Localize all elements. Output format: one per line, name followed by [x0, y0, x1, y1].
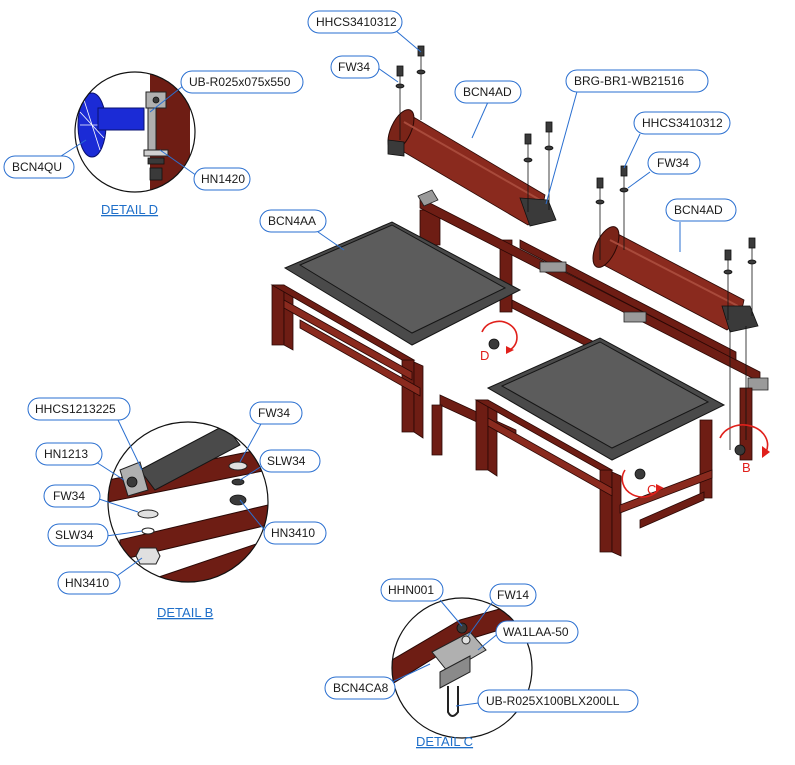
- callout-fw14: FW14: [467, 583, 537, 637]
- detail-marker-c: C: [621, 468, 664, 498]
- callout-hhcs1213225: HHCS1213225: [27, 397, 143, 471]
- detail-c-view: DETAIL C: [391, 597, 533, 749]
- svg-text:HN1420: HN1420: [201, 172, 245, 186]
- detail-marker-b: B: [719, 424, 770, 475]
- svg-text:FW14: FW14: [497, 588, 529, 602]
- detail-b-title: DETAIL B: [157, 605, 213, 620]
- svg-text:BRG-BR1-WB21516: BRG-BR1-WB21516: [574, 74, 684, 88]
- svg-text:HN1213: HN1213: [44, 447, 88, 461]
- svg-text:FW34: FW34: [657, 156, 689, 170]
- detail-marker-d: D: [480, 320, 518, 363]
- svg-text:BCN4QU: BCN4QU: [12, 160, 62, 174]
- svg-text:FW34: FW34: [53, 489, 85, 503]
- callout-bcn4ad-right: BCN4AD: [665, 198, 737, 252]
- svg-text:HHN001: HHN001: [388, 583, 434, 597]
- left-table-plate: [283, 221, 522, 346]
- callout-fw34-top: FW34: [330, 55, 399, 83]
- right-table-plate: [486, 337, 726, 461]
- exploded-bolts: [395, 45, 757, 450]
- roller-top: [387, 109, 557, 227]
- svg-text:SLW34: SLW34: [55, 528, 94, 542]
- callout-slw34-b2: SLW34: [239, 449, 321, 481]
- svg-text:HHCS3410312: HHCS3410312: [642, 116, 723, 130]
- callout-slw34-b1: SLW34: [47, 523, 143, 547]
- svg-text:BCN4AD: BCN4AD: [463, 85, 512, 99]
- callout-hn3410-b1: HN3410: [57, 557, 143, 595]
- detail-c-title: DETAIL C: [416, 734, 473, 749]
- svg-text:HN3410: HN3410: [271, 526, 315, 540]
- callout-bcn4ad-top: BCN4AD: [454, 80, 522, 139]
- roller-right: [592, 226, 759, 333]
- callout-hhn001: HHN001: [380, 578, 463, 627]
- callout-brg: BRG-BR1-WB21516: [545, 69, 709, 205]
- callout-fw34-b1: FW34: [43, 484, 139, 513]
- right-table-frame: [474, 387, 753, 557]
- svg-text:HHCS1213225: HHCS1213225: [35, 402, 116, 416]
- detail-d-title: DETAIL D: [101, 202, 158, 217]
- svg-text:FW34: FW34: [338, 60, 370, 74]
- callout-ub-d: UB-R025x075x550: [149, 70, 304, 113]
- callout-hn1420: HN1420: [159, 149, 251, 191]
- svg-text:UB-R025x075x550: UB-R025x075x550: [189, 75, 291, 89]
- callout-hn1213: HN1213: [35, 442, 125, 481]
- callout-bcn4aa: BCN4AA: [259, 209, 345, 251]
- svg-text:SLW34: SLW34: [267, 454, 306, 468]
- svg-text:HN3410: HN3410: [65, 576, 109, 590]
- callout-fw34-b2: FW34: [239, 401, 303, 463]
- callout-bcn4ca8: BCN4CA8: [324, 663, 431, 700]
- marker-label-d: D: [480, 348, 489, 363]
- callout-ub-c: UB-R025X100BLX200LL: [455, 689, 639, 713]
- detail-d-view: DETAIL D: [74, 71, 196, 217]
- detail-b-view: DETAIL B: [107, 421, 269, 620]
- marker-label-b: B: [742, 460, 751, 475]
- callout-hhcs3410312-right: HHCS3410312: [623, 111, 731, 169]
- svg-text:BCN4AD: BCN4AD: [674, 203, 723, 217]
- svg-text:FW34: FW34: [258, 406, 290, 420]
- svg-text:BCN4AA: BCN4AA: [268, 214, 316, 228]
- callout-fw34-right: FW34: [627, 151, 701, 189]
- callout-hhcs3410312-top: HHCS3410312: [307, 10, 422, 53]
- marker-label-c: C: [647, 482, 656, 497]
- svg-text:WA1LAA-50: WA1LAA-50: [503, 625, 569, 639]
- callout-hn3410-b2: HN3410: [239, 499, 327, 545]
- svg-text:BCN4CA8: BCN4CA8: [333, 681, 389, 695]
- callout-wa1laa: WA1LAA-50: [477, 620, 579, 651]
- svg-text:HHCS3410312: HHCS3410312: [316, 15, 397, 29]
- svg-text:UB-R025X100BLX200LL: UB-R025X100BLX200LL: [486, 694, 620, 708]
- callout-bcn4qu: BCN4QU: [3, 139, 87, 179]
- main-assembly: D C B: [270, 45, 770, 557]
